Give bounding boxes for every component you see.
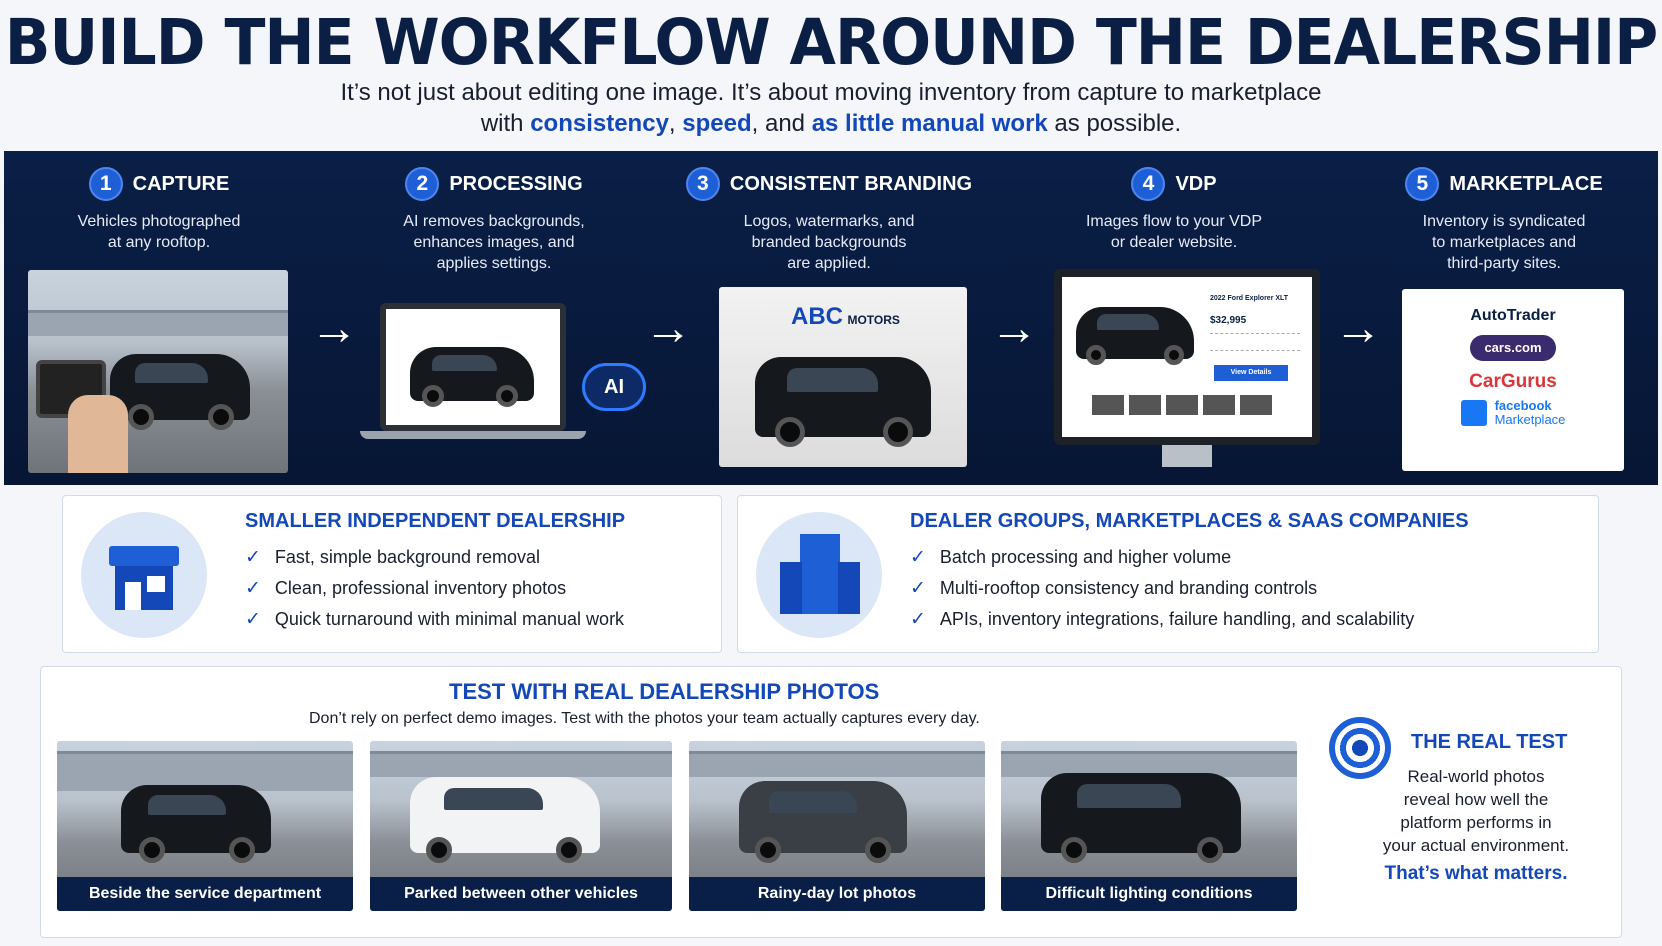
step-desc: Vehicles photographed at any rooftop. xyxy=(77,213,241,251)
step-marketplace: 5 MARKETPLACE Inventory is syndicated to … xyxy=(1384,167,1624,274)
vdp-price: $32,995 xyxy=(1210,315,1247,326)
tile-difficult-lighting: Difficult lighting conditions xyxy=(1001,741,1297,911)
branding-photo: ABC MOTORS xyxy=(719,287,967,467)
laptop-base xyxy=(360,431,586,439)
highlight-speed: speed xyxy=(682,110,752,137)
page-subtitle: It’s not just about editing one image. I… xyxy=(0,77,1662,139)
vdp-page: 2022 Ford Explorer XLT $32,995 View Deta… xyxy=(1062,277,1312,437)
step-number: 1 xyxy=(88,167,123,201)
tile-caption: Difficult lighting conditions xyxy=(1001,877,1297,911)
step-desc: Inventory is syndicated to marketplaces … xyxy=(1422,213,1586,272)
arrow-right-icon: → xyxy=(1334,302,1382,355)
subtitle-line-1: It’s not just about editing one image. I… xyxy=(340,79,1322,106)
step-number: 4 xyxy=(1131,167,1166,201)
step-title: PROCESSING xyxy=(449,172,583,195)
vdp-desc-lines xyxy=(1210,333,1300,351)
small-dealer-list: Fast, simple background removal Clean, p… xyxy=(245,542,624,635)
tile-service-department: Beside the service department xyxy=(57,741,353,911)
list-item: Batch processing and higher volume xyxy=(910,542,1414,573)
step-number: 3 xyxy=(685,167,720,201)
dealer-groups-title: DEALER GROUPS, MARKETPLACES & SAAS COMPA… xyxy=(910,510,1469,532)
ai-cloud-icon: AI xyxy=(582,363,646,411)
step-desc: Images flow to your VDP or dealer websit… xyxy=(1085,213,1263,251)
step-number: 5 xyxy=(1405,167,1440,201)
step-title: CONSISTENT BRANDING xyxy=(729,172,973,195)
cars-com-logo: cars.com xyxy=(1470,335,1556,361)
cargurus-logo: CarGurus xyxy=(1469,371,1557,392)
workflow-band: 1 CAPTURE Vehicles photographed at any ro… xyxy=(4,151,1658,485)
vdp-title: 2022 Ford Explorer XLT xyxy=(1210,295,1289,302)
test-section: TEST WITH REAL DEALERSHIP PHOTOS Don’t r… xyxy=(40,666,1622,938)
test-subtitle: Don’t rely on perfect demo images. Test … xyxy=(309,710,980,727)
autotrader-logo: AutoTrader xyxy=(1470,307,1556,324)
step-processing: 2 PROCESSING AI removes backgrounds, enha… xyxy=(364,167,624,274)
monitor-icon: 2022 Ford Explorer XLT $32,995 View Deta… xyxy=(1054,269,1320,445)
ai-badge: AI xyxy=(604,376,624,398)
real-test-title: THE REAL TEST xyxy=(1411,731,1568,753)
step-desc: Logos, watermarks, and branded backgroun… xyxy=(743,213,915,272)
arrow-right-icon: → xyxy=(644,302,692,355)
hero: BUILD THE WORKFLOW AROUND THE DEALERSHIP… xyxy=(0,0,1662,150)
list-item: Fast, simple background removal xyxy=(245,542,624,573)
step-capture: 1 CAPTURE Vehicles photographed at any ro… xyxy=(44,167,274,253)
tile-caption: Rainy-day lot photos xyxy=(689,877,985,911)
dealer-groups-list: Batch processing and higher volume Multi… xyxy=(910,542,1414,635)
view-details-button[interactable]: View Details xyxy=(1214,365,1288,381)
storefront-icon xyxy=(1460,400,1487,426)
step-title: CAPTURE xyxy=(132,172,230,195)
arrow-right-icon: → xyxy=(310,302,358,355)
arrow-right-icon: → xyxy=(990,302,1038,355)
highlight-consistency: consistency xyxy=(530,110,669,137)
step-title: VDP xyxy=(1175,172,1217,195)
list-item: Multi-rooftop consistency and branding c… xyxy=(910,573,1414,604)
page-title: BUILD THE WORKFLOW AROUND THE DEALERSHIP xyxy=(4,6,1658,80)
abc-motors-logo: ABC MOTORS xyxy=(791,303,900,330)
tile-rainy-day: Rainy-day lot photos xyxy=(689,741,985,911)
list-item: APIs, inventory integrations, failure ha… xyxy=(910,604,1414,635)
real-test-body: Real-world photos reveal how well the pl… xyxy=(1382,767,1570,855)
step-desc: AI removes backgrounds, enhances images,… xyxy=(403,213,585,272)
building-icon xyxy=(756,512,882,638)
monitor-stand xyxy=(1162,445,1212,467)
list-item: Clean, professional inventory photos xyxy=(245,573,624,604)
real-test-emphasis: That’s what matters. xyxy=(1384,863,1568,884)
test-title: TEST WITH REAL DEALERSHIP PHOTOS xyxy=(449,679,880,704)
tile-caption: Beside the service department xyxy=(57,877,353,911)
step-title: MARKETPLACE xyxy=(1449,172,1603,195)
step-branding: 3 CONSISTENT BRANDING Logos, watermarks, … xyxy=(679,167,979,274)
tile-parked-between: Parked between other vehicles xyxy=(370,741,672,911)
small-dealer-title: SMALLER INDEPENDENT DEALERSHIP xyxy=(245,510,626,532)
step-vdp: 4 VDP Images flow to your VDP or dealer w… xyxy=(1044,167,1304,253)
target-icon xyxy=(1329,717,1391,779)
capture-photo xyxy=(28,270,288,473)
list-item: Quick turnaround with minimal manual wor… xyxy=(245,604,624,635)
laptop-icon xyxy=(380,303,566,431)
tile-caption: Parked between other vehicles xyxy=(370,877,672,911)
small-dealer-card: SMALLER INDEPENDENT DEALERSHIP Fast, sim… xyxy=(62,495,722,653)
hand-icon xyxy=(68,395,128,473)
storefront-icon xyxy=(81,512,207,638)
step-number: 2 xyxy=(405,167,440,201)
highlight-manual-work: as little manual work xyxy=(811,110,1048,137)
laptop-screen xyxy=(386,309,560,425)
subtitle-line-2: with consistency, speed, and as little m… xyxy=(480,110,1182,137)
vdp-thumbnails xyxy=(1092,395,1272,415)
dealer-groups-card: DEALER GROUPS, MARKETPLACES & SAAS COMPA… xyxy=(737,495,1599,653)
